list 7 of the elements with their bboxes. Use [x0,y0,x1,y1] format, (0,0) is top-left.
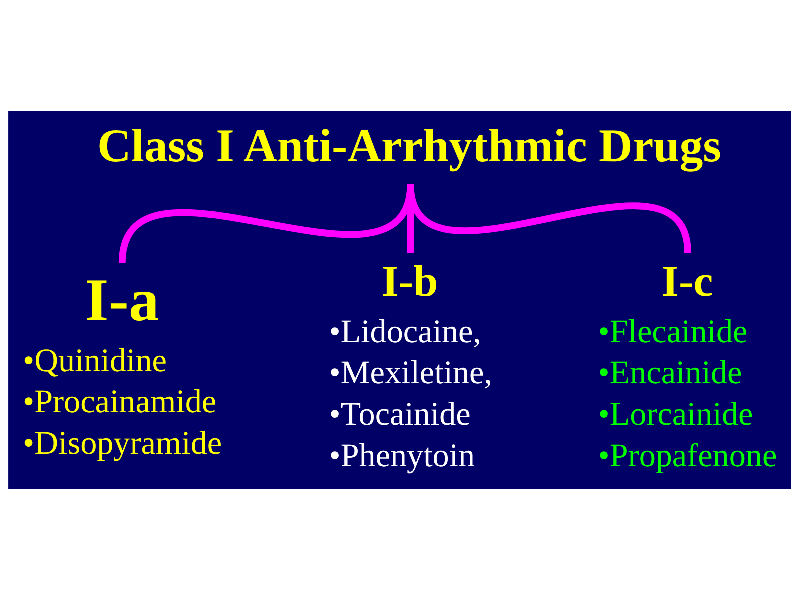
node-text: I-b •Lidocaine, •Mexiletine, •Tocainide •Phenytoin [329,257,493,475]
node-text: I-a •Quinidine •Procainamide •Disopyramide [23,267,222,462]
node-text: Class I Anti-Arrhythmic Drugs [98,120,722,173]
connector [407,184,414,254]
connector [118,183,414,264]
node-text: I-c •Flecainide •Encainide •Lorcainide •Propafenone [598,257,778,475]
connector [407,183,692,254]
